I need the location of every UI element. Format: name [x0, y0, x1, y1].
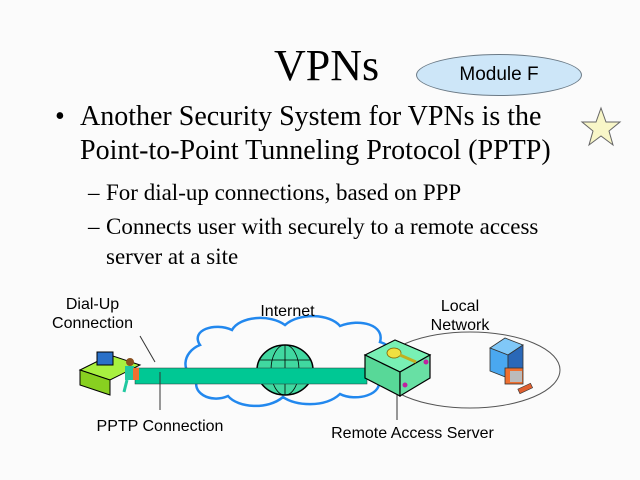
module-badge-label: Module F — [459, 64, 539, 85]
bullet-marker: • — [55, 101, 65, 132]
local-server-icon — [489, 337, 524, 379]
pptp-tunnel — [134, 367, 368, 385]
module-badge: Module F — [416, 54, 582, 96]
subbullet-text: Connects user with securely to a remote … — [106, 214, 539, 269]
remote-access-server-label: Remote Access Server — [331, 425, 494, 442]
star-icon — [580, 106, 622, 147]
slide-title: VPNs — [274, 41, 380, 90]
subbullet-marker: – — [88, 214, 100, 239]
local-network-label: Local Network — [430, 298, 490, 334]
dialup-connection-label: Dial-Up Connection — [52, 296, 133, 332]
key-icon — [386, 347, 402, 359]
internet-label: Internet — [260, 303, 315, 320]
pptp-connection-label: PPTP Connection — [96, 418, 224, 435]
subbullet-marker: – — [88, 180, 100, 205]
subbullet-text: For dial-up connections, based on PPP — [106, 180, 462, 205]
bullet-text: Another Security System for VPNs is the … — [80, 101, 551, 166]
dialup-user-icon — [78, 351, 142, 396]
remote-access-server-icon — [363, 339, 432, 398]
local-workstation-icon — [504, 367, 534, 395]
